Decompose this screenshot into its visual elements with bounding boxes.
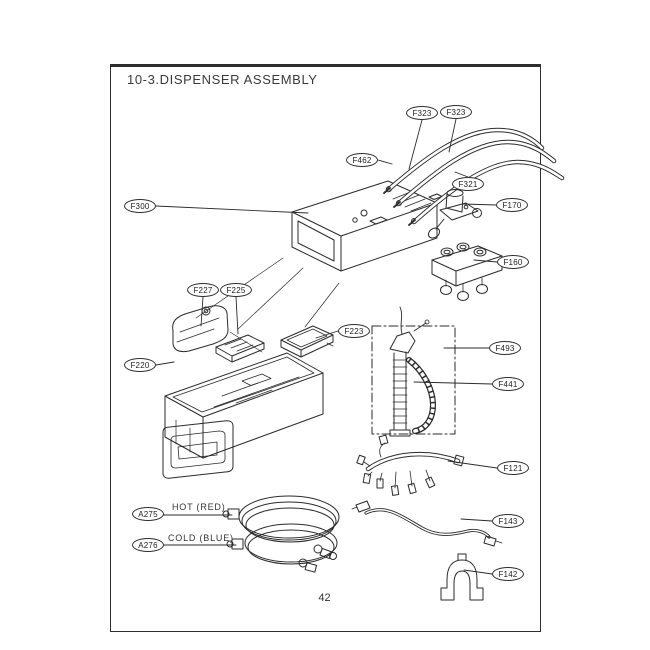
callout-a275: A275 bbox=[132, 507, 164, 521]
leader-lines bbox=[155, 118, 498, 575]
hot-hose-label: HOT (RED) bbox=[172, 502, 226, 512]
dispenser-top-drawing bbox=[291, 180, 443, 272]
callout-f160: F160 bbox=[497, 255, 529, 269]
sensor-cable-drawing bbox=[351, 500, 503, 547]
callout-f225: F225 bbox=[220, 283, 252, 297]
water-valve-drawing bbox=[427, 189, 482, 239]
dispenser-drawer-drawing bbox=[164, 352, 324, 459]
siphon-insert-drawing bbox=[215, 334, 265, 363]
hose-holder-drawing bbox=[440, 553, 484, 601]
steam-nozzle-box-drawing bbox=[371, 306, 456, 437]
callout-f223: F223 bbox=[338, 324, 370, 338]
callout-f170: F170 bbox=[496, 198, 528, 212]
callout-f121: F121 bbox=[497, 461, 529, 475]
drawer-cap-drawing bbox=[280, 325, 334, 358]
page-number: 42 bbox=[318, 592, 331, 604]
callout-f227: F227 bbox=[187, 283, 219, 297]
callout-f220: F220 bbox=[124, 358, 156, 372]
wire-harness-drawing bbox=[356, 434, 465, 496]
callout-f300: F300 bbox=[124, 199, 156, 213]
cold-hose-label: COLD (BLUE) bbox=[168, 533, 234, 543]
callout-f323-a: F323 bbox=[406, 106, 438, 120]
inlet-hose-coils-drawing bbox=[222, 495, 340, 573]
callout-a276: A276 bbox=[132, 538, 164, 552]
callout-f493: F493 bbox=[489, 341, 521, 355]
callout-f462: F462 bbox=[346, 153, 378, 167]
page-title: 10-3.DISPENSER ASSEMBLY bbox=[127, 72, 318, 87]
callout-f321: F321 bbox=[452, 177, 484, 191]
drawer-front-panel-drawing bbox=[162, 420, 234, 479]
callout-f142: F142 bbox=[492, 567, 524, 581]
detergent-cup-drawing bbox=[172, 305, 229, 353]
callout-f143: F143 bbox=[492, 514, 524, 528]
water-valve-multi-drawing bbox=[431, 242, 503, 301]
inlet-hoses-drawing bbox=[383, 127, 565, 226]
callout-f323-b: F323 bbox=[440, 105, 472, 119]
callout-f441: F441 bbox=[492, 377, 524, 391]
